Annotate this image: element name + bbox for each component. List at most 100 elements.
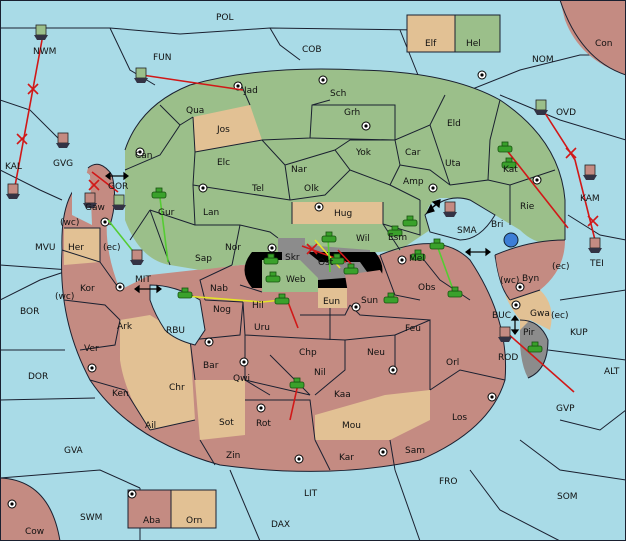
region-sun[interactable] [345, 270, 395, 305]
label-kal: KAL [5, 162, 22, 172]
supply-center-icon [233, 81, 243, 91]
region-con[interactable] [560, 0, 626, 75]
label-wc3: (wc) [55, 292, 74, 302]
region-chr[interactable] [120, 315, 195, 430]
region-byn[interactable] [495, 240, 565, 300]
army-icon [289, 377, 305, 389]
region-jos[interactable] [193, 105, 262, 152]
army-icon [383, 292, 399, 304]
army-icon [497, 141, 513, 153]
label-ovd: OVD [556, 108, 576, 118]
region-sot[interactable] [195, 380, 245, 440]
borders-south [61, 163, 566, 472]
supply-centers [7, 70, 542, 509]
label-amp: Amp [403, 177, 424, 187]
label-byn: Byn [522, 274, 539, 284]
label-mit: MIT [135, 275, 151, 285]
label-kor: Kor [80, 284, 95, 294]
fleet-icon [34, 24, 48, 40]
label-skr: Skr [285, 253, 300, 263]
region-her[interactable] [64, 228, 100, 265]
fleet-icon [588, 237, 602, 253]
label-swm: SWM [80, 513, 102, 523]
label-wc2: (wc) [500, 276, 519, 286]
label-sma: SMA [457, 226, 477, 236]
label-web: Web [286, 275, 306, 285]
label-ail: Ail [145, 421, 156, 431]
label-qwi: Qwi [233, 374, 250, 384]
supply-center-icon [7, 499, 17, 509]
label-ec1: (ec) [103, 243, 121, 253]
army-icon [501, 157, 517, 169]
supply-center-icon [135, 147, 145, 157]
label-wil: Wil [356, 234, 370, 244]
label-yok: Yok [355, 148, 372, 158]
sea-sma-bay[interactable] [425, 197, 495, 240]
label-jos: Jos [216, 125, 230, 135]
sea-buc-strait[interactable] [493, 258, 520, 345]
region-gwa[interactable] [510, 290, 552, 330]
label-gva: GVA [64, 446, 84, 456]
label-nog: Nog [213, 305, 231, 315]
supply-center-icon [378, 447, 388, 457]
label-kar: Kar [339, 453, 354, 463]
army-icon [387, 225, 403, 237]
region-mou[interactable] [315, 390, 430, 440]
label-dax: DAX [271, 520, 290, 530]
region-orn[interactable] [171, 490, 216, 528]
army-icon [410, 249, 426, 261]
fleet-icon [130, 249, 144, 265]
label-chr: Chr [169, 383, 185, 393]
label-rbu: RBU [166, 326, 185, 336]
borders-north [124, 68, 566, 266]
supply-center-icon [487, 392, 497, 402]
label-gvg: GVG [53, 159, 73, 169]
label-kup: KUP [570, 328, 588, 338]
cross-icon [88, 179, 100, 191]
army-icon [151, 187, 167, 199]
armies [151, 141, 543, 389]
label-her: Her [68, 243, 84, 253]
label-alt: ALT [604, 367, 620, 377]
label-mou: Mou [342, 421, 361, 431]
label-ec2: (ec) [552, 262, 570, 272]
supply-center-icon [204, 337, 214, 347]
sea-rbu-bay[interactable] [150, 285, 205, 345]
sea-gor-strait[interactable] [72, 171, 92, 226]
label-fun: FUN [153, 53, 172, 63]
label-kam: KAM [580, 194, 600, 204]
cross-icon [27, 83, 39, 95]
label-elf: Elf [425, 39, 437, 49]
label-sot: Sot [219, 418, 234, 428]
region-gaw[interactable] [84, 164, 115, 225]
label-sap: Sap [195, 254, 212, 264]
supply-center-icon [388, 365, 398, 375]
label-grh: Grh [344, 108, 360, 118]
label-kat: Kat [503, 165, 518, 175]
label-hil: Hil [252, 301, 264, 311]
region-hel[interactable] [455, 15, 500, 52]
supply-center-icon [294, 454, 304, 464]
label-ken: Ken [112, 389, 129, 399]
label-con: Con [595, 39, 613, 49]
label-ark: Ark [117, 322, 133, 332]
supply-center-icon [198, 183, 208, 193]
label-uru: Uru [254, 323, 270, 333]
region-web[interactable] [262, 260, 318, 292]
label-fro: FRO [439, 477, 458, 487]
region-cow[interactable] [0, 478, 60, 541]
label-los: Los [452, 413, 467, 423]
label-nar: Nar [291, 165, 307, 175]
label-mvu: MVU [35, 243, 56, 253]
supply-center-icon [351, 302, 361, 312]
region-elf[interactable] [407, 15, 455, 52]
fleet-icon [112, 194, 126, 210]
army-icon [343, 263, 359, 275]
label-neu: Neu [367, 348, 385, 358]
region-labels: POL FUN COB NOM Con Elf Hel NWM Jad Sch … [5, 13, 620, 537]
label-ec3: (ec) [551, 311, 569, 321]
supply-center-icon [314, 202, 324, 212]
label-wc1: (wc) [60, 218, 79, 228]
label-gwa: Gwa [530, 309, 550, 319]
label-tei: TEI [589, 259, 604, 269]
